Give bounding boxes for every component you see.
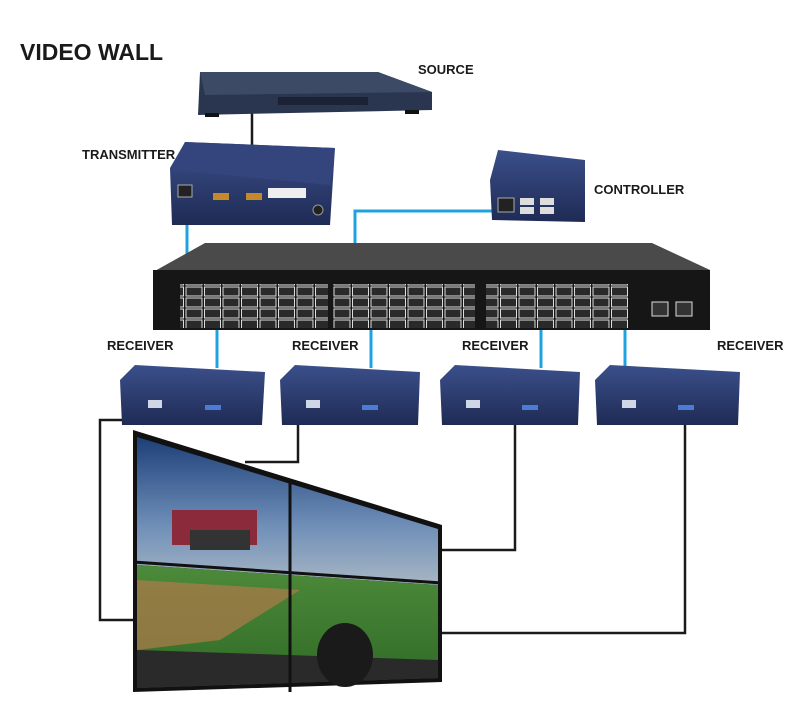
receiver-label-3: RECEIVER — [462, 338, 529, 353]
receiver-label-2: RECEIVER — [292, 338, 359, 353]
source-label: SOURCE — [418, 62, 474, 77]
video-cables — [98, 112, 687, 635]
video-wall-display — [132, 430, 443, 692]
controller-device — [490, 150, 585, 222]
receiver-devices — [120, 365, 740, 425]
network-switch — [153, 243, 710, 330]
receiver-label-1: RECEIVER — [107, 338, 174, 353]
page-title: VIDEO WALL — [20, 39, 163, 65]
controller-label: CONTROLLER — [594, 182, 685, 197]
receiver-label-4: RECEIVER — [717, 338, 784, 353]
transmitter-label: TRANSMITTER — [82, 147, 176, 162]
source-device — [198, 72, 432, 117]
transmitter-device — [170, 142, 335, 225]
